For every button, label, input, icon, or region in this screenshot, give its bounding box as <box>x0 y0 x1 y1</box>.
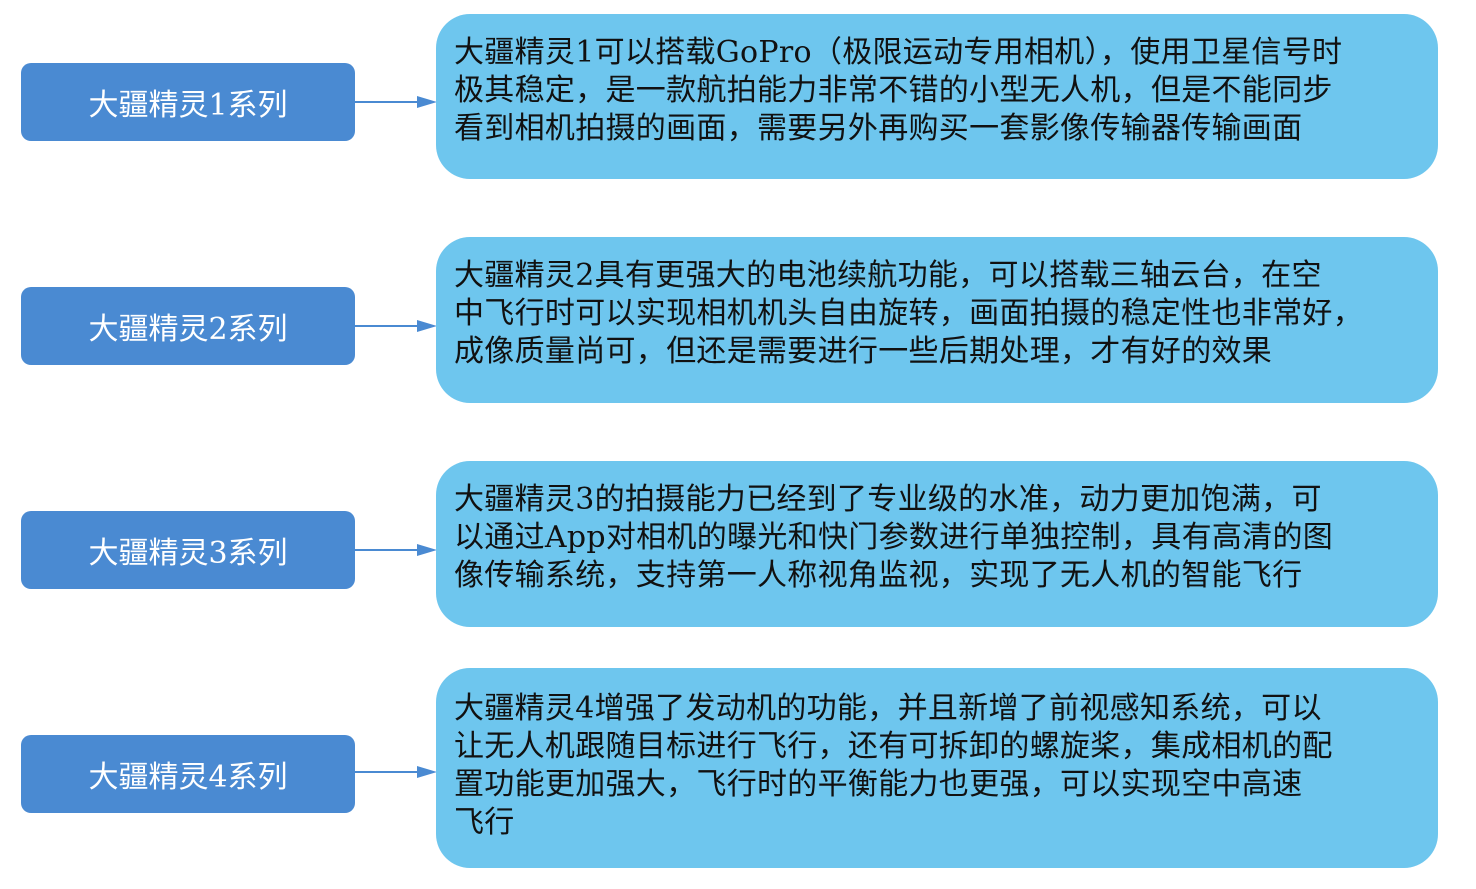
description-box: 大疆精灵4增强了发动机的功能，并且新增了前视感知系统，可以 让无人机跟随目标进行… <box>436 668 1438 868</box>
description-box: 大疆精灵1可以搭载GoPro（极限运动专用相机），使用卫星信号时 极其稳定，是一… <box>436 14 1438 179</box>
series-label: 大疆精灵1系列 <box>88 88 288 123</box>
series-label-box: 大疆精灵2系列 <box>21 287 355 365</box>
description-box: 大疆精灵3的拍摄能力已经到了专业级的水准，动力更加饱满，可 以通过App对相机的… <box>436 461 1438 627</box>
description-text: 大疆精灵3的拍摄能力已经到了专业级的水准，动力更加饱满，可 以通过App对相机的… <box>454 482 1334 593</box>
series-label-box: 大疆精灵4系列 <box>21 735 355 813</box>
series-label: 大疆精灵3系列 <box>88 536 288 571</box>
arrow-right-icon <box>355 544 437 556</box>
description-text: 大疆精灵2具有更强大的电池续航功能，可以搭载三轴云台，在空 中飞行时可以实现相机… <box>454 258 1363 369</box>
series-label: 大疆精灵2系列 <box>88 312 288 347</box>
description-box: 大疆精灵2具有更强大的电池续航功能，可以搭载三轴云台，在空 中飞行时可以实现相机… <box>436 237 1438 403</box>
series-label: 大疆精灵4系列 <box>88 760 288 795</box>
arrow-right-icon <box>355 96 437 108</box>
arrow-right-icon <box>355 766 437 778</box>
series-label-box: 大疆精灵1系列 <box>21 63 355 141</box>
description-text: 大疆精灵4增强了发动机的功能，并且新增了前视感知系统，可以 让无人机跟随目标进行… <box>454 691 1333 840</box>
series-label-box: 大疆精灵3系列 <box>21 511 355 589</box>
arrow-right-icon <box>355 320 437 332</box>
description-text: 大疆精灵1可以搭载GoPro（极限运动专用相机），使用卫星信号时 极其稳定，是一… <box>454 35 1343 146</box>
